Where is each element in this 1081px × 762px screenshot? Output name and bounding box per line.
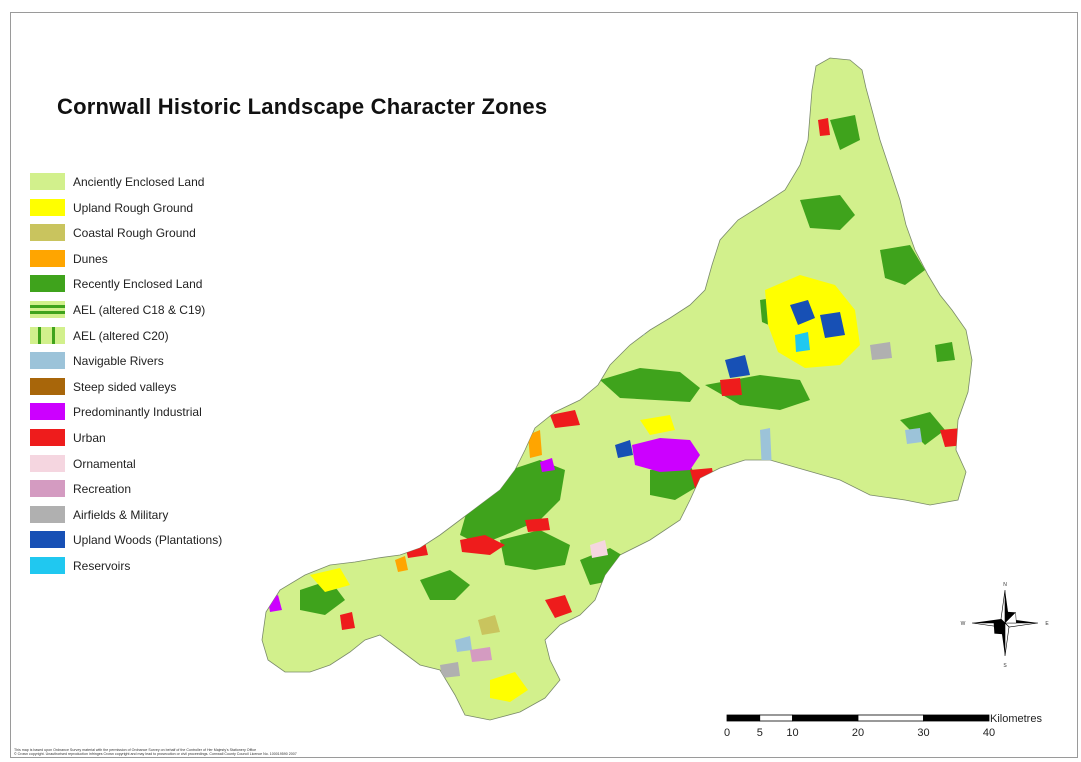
- scale-bar-graphic: [726, 714, 990, 722]
- scale-segment: [792, 714, 859, 722]
- legend-swatch: [30, 377, 65, 395]
- map-patches: [268, 115, 965, 702]
- compass-n: N: [1003, 582, 1007, 588]
- compass-s: S: [1003, 663, 1007, 668]
- scale-segment: [726, 714, 761, 722]
- legend-swatch: [30, 428, 65, 446]
- legend-label: Ornamental: [73, 456, 136, 471]
- legend-swatch: [30, 556, 65, 574]
- legend-item: Navigable Rivers: [30, 349, 270, 375]
- legend-swatch: [30, 224, 65, 242]
- legend-swatch: [30, 505, 65, 523]
- legend-label: Anciently Enclosed Land: [73, 175, 205, 189]
- scale-bar: Kilometres 0 5 10 20 30 40: [718, 710, 1058, 746]
- legend-item: Urban: [30, 426, 270, 452]
- scale-tick-label: 0: [723, 727, 731, 739]
- legend-item: Upland Woods (Plantations): [30, 528, 270, 554]
- legend-item: AEL (altered C18 & C19): [30, 298, 270, 324]
- legend-item: Coastal Rough Ground: [30, 221, 270, 247]
- scale-tick-label: 20: [851, 727, 865, 739]
- legend-swatch: [30, 300, 65, 318]
- legend-item: AEL (altered C20): [30, 324, 270, 350]
- legend-swatch: [30, 352, 65, 370]
- copyright-notice: This map is based upon Ordnance Survey m…: [14, 748, 297, 756]
- scale-segment: [923, 714, 990, 722]
- map-title: Cornwall Historic Landscape Character Zo…: [57, 94, 548, 119]
- scale-units: Kilometres: [990, 713, 1042, 725]
- legend-swatch: [30, 249, 65, 267]
- legend-item: Steep sided valleys: [30, 375, 270, 401]
- legend-swatch: [30, 198, 65, 216]
- copyright-line: This map is based upon Ordnance Survey m…: [14, 748, 257, 752]
- legend-item: Predominantly Industrial: [30, 400, 270, 426]
- compass-w: W: [961, 621, 966, 627]
- scale-tick-label: 30: [917, 727, 930, 739]
- legend-label: Navigable Rivers: [73, 354, 164, 369]
- legend-swatch: [30, 454, 65, 472]
- legend-swatch: [30, 275, 65, 293]
- legend-item: Recreation: [30, 477, 270, 503]
- legend-item: Dunes: [30, 247, 270, 273]
- legend-label: Upland Rough Ground: [73, 200, 194, 215]
- copyright-line: © Crown copyright. Unauthorised reproduc…: [14, 752, 297, 756]
- legend-label: Urban: [73, 430, 106, 445]
- scale-segment: [759, 714, 793, 722]
- legend-label: Coastal Rough Ground: [73, 226, 196, 241]
- legend-item: Anciently Enclosed Land: [30, 170, 270, 196]
- legend-item: Airfields & Military: [30, 503, 270, 529]
- legend-label: AEL (altered C18 & C19): [73, 302, 206, 317]
- scale-tick-label: 10: [786, 727, 799, 739]
- legend-label: Airfields & Military: [73, 507, 169, 522]
- compass-rose-icon: N S E W: [961, 582, 1050, 668]
- scale-segment: [857, 714, 924, 722]
- legend-swatch: [30, 173, 65, 190]
- legend-label: Predominantly Industrial: [73, 405, 202, 420]
- legend-label: Dunes: [73, 251, 108, 266]
- legend-label: Reservoirs: [73, 558, 131, 573]
- legend-item: Reservoirs: [30, 554, 270, 580]
- scale-tick-label: 5: [756, 727, 763, 739]
- scale-tick-label: 40: [982, 727, 996, 739]
- legend-swatch: [30, 531, 65, 549]
- compass-e: E: [1045, 621, 1049, 627]
- legend-item: Ornamental: [30, 452, 270, 478]
- legend-swatch: [30, 403, 65, 421]
- legend-item: Upland Rough Ground: [30, 196, 270, 222]
- legend-label: Steep sided valleys: [73, 379, 177, 394]
- legend-swatch: [30, 480, 65, 498]
- legend-label: AEL (altered C20): [73, 328, 169, 343]
- legend: Anciently Enclosed Land Upland Rough Gro…: [30, 170, 270, 580]
- legend-label: Upland Woods (Plantations): [73, 533, 223, 548]
- legend-label: Recently Enclosed Land: [73, 277, 203, 292]
- legend-swatch: [30, 326, 65, 344]
- legend-item: Recently Enclosed Land: [30, 272, 270, 298]
- legend-label: Recreation: [73, 482, 132, 497]
